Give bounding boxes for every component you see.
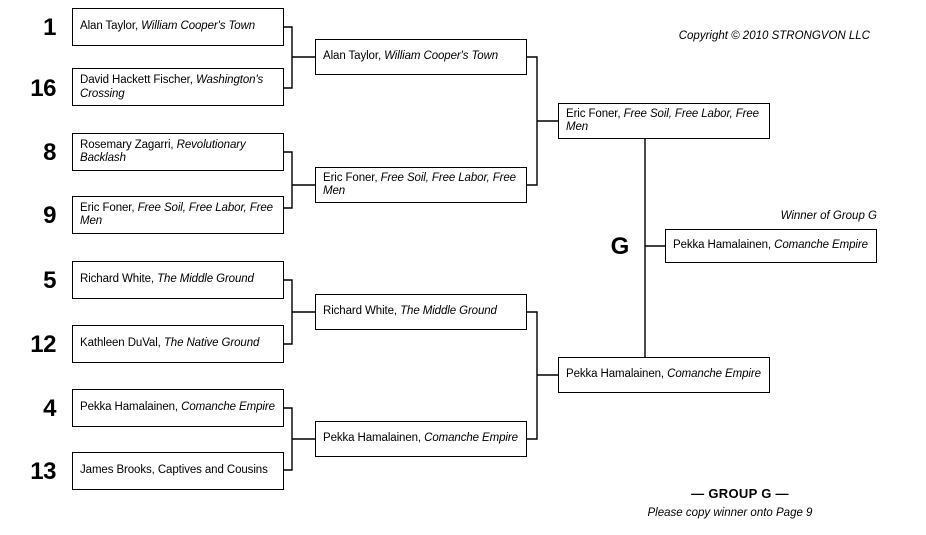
competitor-title: Comanche Empire <box>774 239 868 252</box>
competitor-author: James Brooks, Captives and Cousins <box>80 464 268 477</box>
competitor-title: Comanche Empire <box>667 368 761 381</box>
competitor-entry: Kathleen DuVal, The Native Ground <box>80 337 276 351</box>
competitor-title: Free Soil, Free Labor, Free Men <box>323 171 516 198</box>
footer-instruction-note: Please copy winner onto Page 9 <box>647 507 813 519</box>
bracket-slot-r2-3[interactable]: Richard White, The Middle Ground <box>315 294 527 330</box>
bracket-slot-r2-2[interactable]: Eric Foner, Free Soil, Free Labor, Free … <box>315 167 527 203</box>
competitor-title: The Middle Ground <box>400 305 497 318</box>
bracket-slot-r1-8[interactable]: James Brooks, Captives and Cousins <box>72 452 284 490</box>
competitor-author: Alan Taylor, <box>80 20 142 33</box>
competitor-title: Comanche Empire <box>181 401 275 414</box>
competitor-author: Rosemary Zagarri, <box>80 138 177 151</box>
competitor-entry: Alan Taylor, William Cooper's Town <box>323 50 519 64</box>
seed-number: 8 <box>43 139 56 166</box>
bracket-slot-r1-5[interactable]: Richard White, The Middle Ground <box>72 261 284 299</box>
competitor-entry: Alan Taylor, William Cooper's Town <box>80 20 276 34</box>
bracket-slot-r1-7[interactable]: Pekka Hamalainen, Comanche Empire <box>72 389 284 427</box>
competitor-entry: Richard White, The Middle Ground <box>323 305 519 319</box>
bracket-slot-r2-4[interactable]: Pekka Hamalainen, Comanche Empire <box>315 421 527 457</box>
competitor-entry: Richard White, The Middle Ground <box>80 273 276 287</box>
competitor-title: The Native Ground <box>163 337 260 350</box>
competitor-author: Pekka Hamalainen, <box>673 239 775 252</box>
bracket-slot-r2-1[interactable]: Alan Taylor, William Cooper's Town <box>315 39 527 75</box>
bracket-slot-r1-3[interactable]: Rosemary Zagarri, Revolutionary Backlash <box>72 133 284 171</box>
competitor-entry: Eric Foner, Free Soil, Free Labor, Free … <box>323 172 519 199</box>
competitor-author: Pekka Hamalainen, <box>566 368 668 381</box>
competitor-entry: Eric Foner, Free Soil, Free Labor, Free … <box>566 108 762 135</box>
competitor-title: Revolutionary Backlash <box>80 138 246 165</box>
competitor-author: Pekka Hamalainen, <box>80 401 182 414</box>
competitor-author: Eric Foner, <box>80 201 138 214</box>
bracket-slot-r1-2[interactable]: David Hackett Fischer, Washington's Cros… <box>72 68 284 106</box>
seed-number: 1 <box>43 14 56 41</box>
competitor-entry: Pekka Hamalainen, Comanche Empire <box>80 401 276 415</box>
competitor-author: Alan Taylor, <box>323 50 385 63</box>
competitor-entry: Pekka Hamalainen, Comanche Empire <box>566 368 762 382</box>
seed-number: 4 <box>43 395 56 422</box>
competitor-author: Eric Foner, <box>566 107 624 120</box>
seed-number: 5 <box>43 267 56 294</box>
competitor-entry: Eric Foner, Free Soil, Free Labor, Free … <box>80 202 276 229</box>
competitor-title: The Middle Ground <box>157 273 254 286</box>
bracket-slot-winner[interactable]: Pekka Hamalainen, Comanche Empire <box>665 229 877 263</box>
competitor-entry: David Hackett Fischer, Washington's Cros… <box>80 74 276 101</box>
competitor-author: David Hackett Fischer, <box>80 74 196 86</box>
competitor-entry: Rosemary Zagarri, Revolutionary Backlash <box>80 139 276 166</box>
competitor-author: Richard White, <box>80 273 158 286</box>
competitor-title: Comanche Empire <box>424 432 518 445</box>
bracket-slot-r1-1[interactable]: Alan Taylor, William Cooper's Town <box>72 8 284 46</box>
seed-number: 12 <box>30 331 56 358</box>
competitor-author: Pekka Hamalainen, <box>323 432 425 445</box>
competitor-title: Washington's Crossing <box>80 74 264 100</box>
competitor-author: Kathleen DuVal, <box>80 337 164 350</box>
competitor-title: William Cooper's Town <box>384 50 499 63</box>
competitor-entry: James Brooks, Captives and Cousins <box>80 464 276 478</box>
competitor-entry: Pekka Hamalainen, Comanche Empire <box>323 432 519 446</box>
bracket-slot-r1-4[interactable]: Eric Foner, Free Soil, Free Labor, Free … <box>72 196 284 234</box>
bracket-slot-r3-2[interactable]: Pekka Hamalainen, Comanche Empire <box>558 357 770 393</box>
competitor-title: William Cooper's Town <box>141 20 256 33</box>
seed-number: 13 <box>30 458 56 485</box>
competitor-title: Free Soil, Free Labor, Free Men <box>566 107 759 134</box>
competitor-author: Eric Foner, <box>323 171 381 184</box>
group-letter: G <box>610 233 630 260</box>
copyright-notice: Copyright © 2010 STRONGVON LLC <box>678 30 870 42</box>
seed-number: 9 <box>43 202 56 229</box>
bracket-slot-r3-1[interactable]: Eric Foner, Free Soil, Free Labor, Free … <box>558 103 770 139</box>
winner-of-group-label: Winner of Group G <box>780 210 877 222</box>
competitor-entry: Pekka Hamalainen, Comanche Empire <box>673 239 869 253</box>
footer-group-title: — GROUP G — <box>691 486 789 501</box>
competitor-title: Free Soil, Free Labor, Free Men <box>80 201 273 228</box>
bracket-slot-r1-6[interactable]: Kathleen DuVal, The Native Ground <box>72 325 284 363</box>
seed-number: 16 <box>30 75 56 102</box>
competitor-author: Richard White, <box>323 305 401 318</box>
